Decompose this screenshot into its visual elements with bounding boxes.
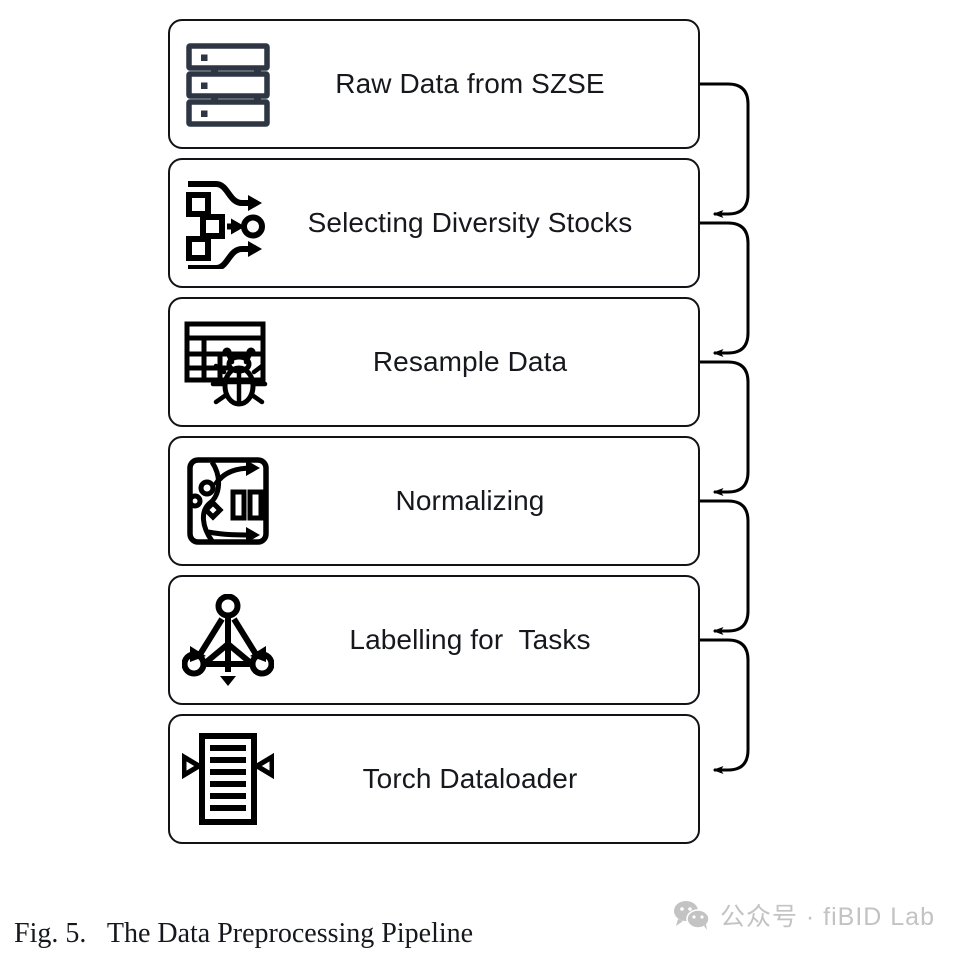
pipeline-step-6[interactable]: Torch Dataloader (168, 714, 700, 844)
pipeline-step-3-label: Resample Data (372, 345, 568, 377)
connector-4-5 (700, 499, 750, 635)
watermark: 公众号 · fiBID Lab (673, 897, 935, 933)
connector-2-3 (700, 221, 750, 357)
pipeline-step-5-label: Labelling for Tasks (349, 623, 591, 655)
server-stack-icon (180, 36, 276, 132)
pipeline-step-2-label: Selecting Diversity Stocks (307, 206, 633, 238)
wechat-logo-icon (673, 901, 710, 930)
watermark-text: 公众号 · fiBID Lab (719, 903, 935, 931)
connector-1-2 (700, 82, 750, 218)
pipeline-step-5[interactable]: Labelling for Tasks (168, 575, 700, 705)
pipeline-step-4-label: Normalizing (395, 484, 545, 516)
figure-caption: Fig. 5. The Data Preprocessing Pipeline (14, 918, 474, 949)
filter-select-icon (180, 175, 276, 271)
pipeline-step-3[interactable]: Resample Data (168, 297, 700, 427)
connector-5-6 (700, 638, 750, 774)
pipeline-step-6-label: Torch Dataloader (362, 762, 578, 794)
pipeline-step-1-label: Raw Data from SZSE (335, 67, 605, 99)
connector-3-4 (700, 360, 750, 496)
pipeline-diagram: Raw Data from SZSE (168, 19, 750, 844)
pipeline-step-4[interactable]: Normalizing (168, 436, 700, 566)
pipeline-step-1[interactable]: Raw Data from SZSE (168, 19, 700, 149)
node-network-arrows-icon (180, 592, 276, 688)
normalize-transform-icon (180, 453, 276, 549)
pipeline-step-2[interactable]: Selecting Diversity Stocks (168, 158, 700, 288)
pipeline-connectors (700, 82, 750, 774)
document-loader-icon (180, 731, 276, 827)
table-bug-icon (180, 314, 276, 410)
